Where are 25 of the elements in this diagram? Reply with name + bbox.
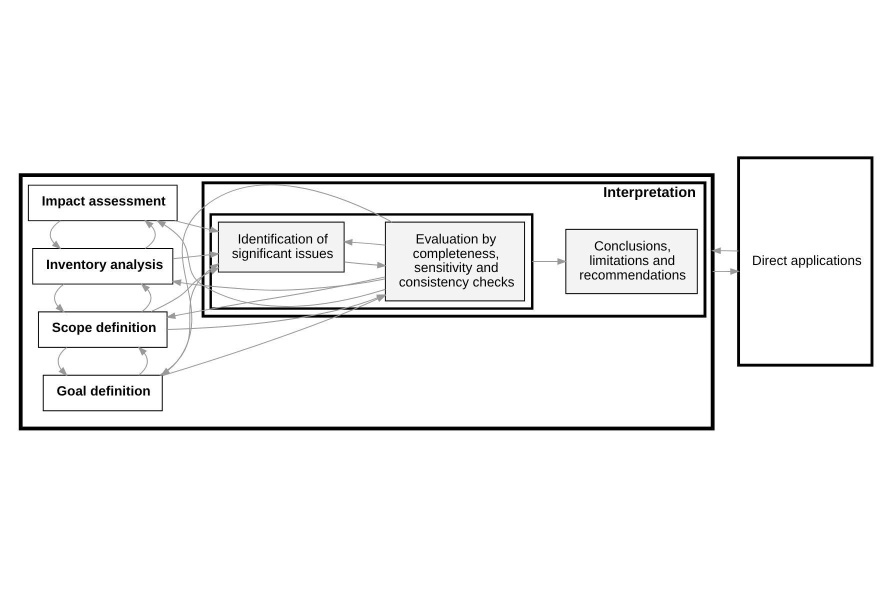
arrow [712,268,740,275]
node-box: Direct applications [737,156,874,367]
node-box: Goal definition [42,374,163,412]
arrow [138,346,148,376]
arrow [150,267,220,312]
node-box: Inventory analysis [32,248,174,285]
node-box: Impact assessment [28,184,178,222]
arrow [711,247,739,254]
arrow [342,238,386,246]
node-box: Conclusions, limitations and recommendations [565,228,698,294]
arrow [144,220,156,249]
arrow [172,251,220,260]
node-box: Scope definition [38,311,168,348]
arrow [344,262,387,268]
arrow [532,258,568,265]
cluster [18,173,715,430]
arrow [174,220,220,233]
arrow [160,184,392,376]
node-box: Identification of significant issues [218,222,345,273]
arrow [140,283,152,312]
arrow [172,278,386,291]
node-box: Evaluation by completeness, sensitivity and consistency checks [384,222,526,302]
arrow [58,346,68,376]
arrow [54,284,65,313]
arrow [50,220,62,250]
